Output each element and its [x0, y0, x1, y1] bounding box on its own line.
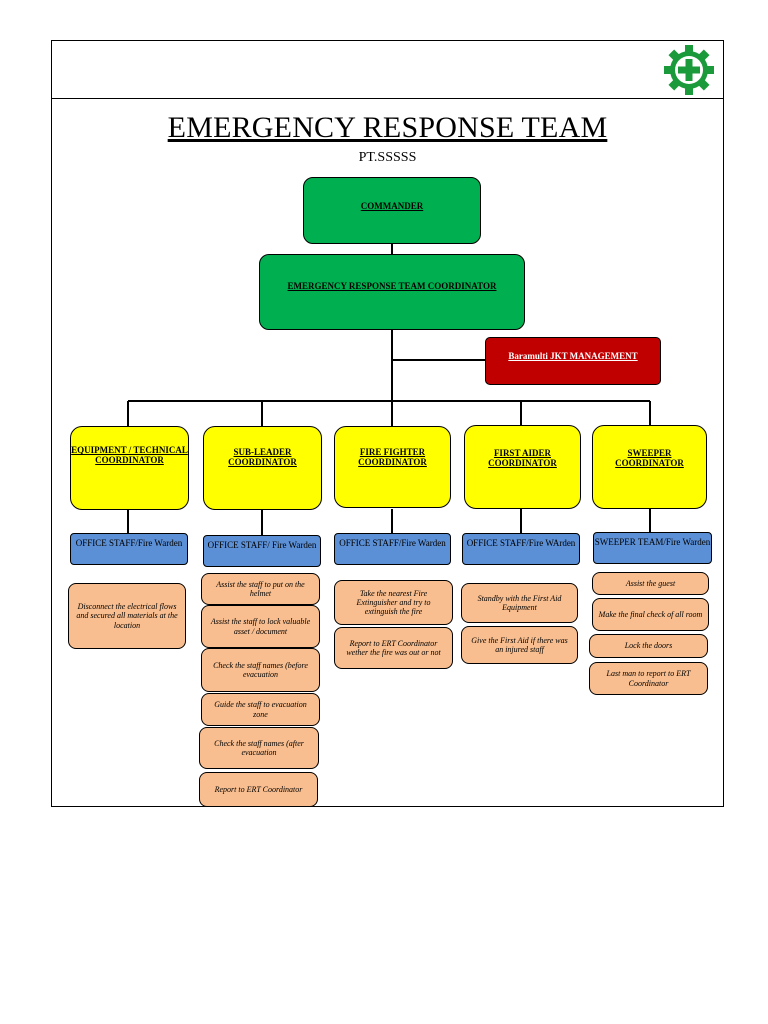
task-label: Guide the staff to evacuation zone — [214, 700, 307, 719]
staff-box-fire-fighter: OFFICE STAFF/Fire Warden — [334, 533, 451, 565]
task-label: Assist the staff to lock valuable asset … — [210, 617, 311, 636]
commander-box: COMMANDER — [303, 177, 481, 244]
task-box: Make the final check of all room — [592, 598, 709, 631]
task-box: Report to ERT Coordinator — [199, 772, 318, 807]
task-label: Check the staff names (before evacuation — [213, 660, 308, 679]
coordinator-box-fire-fighter: FIRE FIGHTER COORDINATOR — [334, 426, 451, 508]
coordinator-box-first-aider: FIRST AIDER COORDINATOR — [464, 425, 581, 509]
task-box: Assist the staff to lock valuable asset … — [201, 605, 320, 648]
task-box: Give the First Aid if there was an injur… — [461, 626, 578, 664]
staff-box-sweeper: SWEEPER TEAM/Fire Warden — [593, 532, 712, 564]
coordinator-label: SWEEPER COORDINATOR — [615, 448, 684, 469]
task-label: Report to ERT Coordinator wether the fir… — [346, 638, 441, 657]
task-box: Take the nearest Fire Extinguisher and t… — [334, 580, 453, 625]
task-label: Lock the doors — [624, 641, 673, 651]
page-frame — [51, 40, 724, 807]
staff-label: OFFICE STAFF/Fire Warden — [339, 538, 446, 548]
safety-cross-gear-icon — [664, 45, 714, 95]
task-label: Standby with the First Aid Equipment — [477, 593, 562, 612]
task-box: Assist the staff to put on the helmet — [201, 573, 320, 605]
coordinator-label: FIRE FIGHTER COORDINATOR — [358, 447, 427, 468]
task-box: Report to ERT Coordinator wether the fir… — [334, 627, 453, 669]
coordinator-box-sweeper: SWEEPER COORDINATOR — [592, 425, 707, 509]
task-box: Disconnect the electrical flows and secu… — [68, 583, 186, 649]
task-box: Check the staff names (before evacuation — [201, 648, 320, 692]
ert-coordinator-box: EMERGENCY RESPONSE TEAM COORDINATOR — [259, 254, 525, 330]
task-box: Guide the staff to evacuation zone — [201, 693, 320, 726]
task-label: Report to ERT Coordinator — [214, 784, 303, 794]
task-label: Make the final check of all room — [598, 609, 703, 619]
management-box: Baramulti JKT MANAGEMENT — [485, 337, 661, 385]
task-label: Take the nearest Fire Extinguisher and t… — [356, 588, 431, 617]
coordinator-label: EQUIPMENT / TECHNICAL COORDINATOR — [71, 445, 188, 466]
task-box: Lock the doors — [589, 634, 708, 658]
staff-label: OFFICE STAFF/Fire Warden — [75, 538, 183, 548]
staff-box-first-aider: OFFICE STAFF/Fire WArden — [462, 533, 580, 565]
coordinator-box-sub-leader: SUB-LEADER COORDINATOR — [203, 426, 322, 510]
task-box: Check the staff names (after evacuation — [199, 727, 319, 769]
task-label: Give the First Aid if there was an injur… — [471, 635, 568, 654]
page-title: EMERGENCY RESPONSE TEAM — [167, 111, 608, 144]
task-label: Check the staff names (after evacuation — [214, 738, 304, 757]
company-name: PT.SSSSS — [358, 150, 417, 165]
task-box: Standby with the First Aid Equipment — [461, 583, 578, 623]
ert-coordinator-label: EMERGENCY RESPONSE TEAM COORDINATOR — [287, 280, 497, 291]
staff-box-equipment: OFFICE STAFF/Fire Warden — [70, 533, 188, 565]
management-label: Baramulti JKT MANAGEMENT — [508, 350, 638, 361]
commander-label: COMMANDER — [360, 201, 424, 211]
task-label: Assist the staff to put on the helmet — [216, 579, 305, 598]
header-divider — [51, 98, 724, 99]
task-label: Assist the guest — [625, 578, 676, 588]
staff-label: SWEEPER TEAM/Fire Warden — [594, 537, 711, 547]
task-label: Disconnect the electrical flows and secu… — [76, 602, 178, 630]
staff-box-sub-leader: OFFICE STAFF/ Fire Warden — [203, 535, 321, 567]
coordinator-label: SUB-LEADER COORDINATOR — [228, 447, 297, 468]
task-box: Assist the guest — [592, 572, 709, 595]
staff-label: OFFICE STAFF/Fire WArden — [466, 538, 576, 548]
task-box: Last man to report to ERT Coordinator — [589, 662, 708, 695]
coordinator-box-equipment: EQUIPMENT / TECHNICAL COORDINATOR — [70, 426, 189, 510]
staff-label: OFFICE STAFF/ Fire Warden — [207, 540, 317, 550]
task-label: Last man to report to ERT Coordinator — [606, 669, 691, 688]
coordinator-label: FIRST AIDER COORDINATOR — [488, 448, 557, 469]
